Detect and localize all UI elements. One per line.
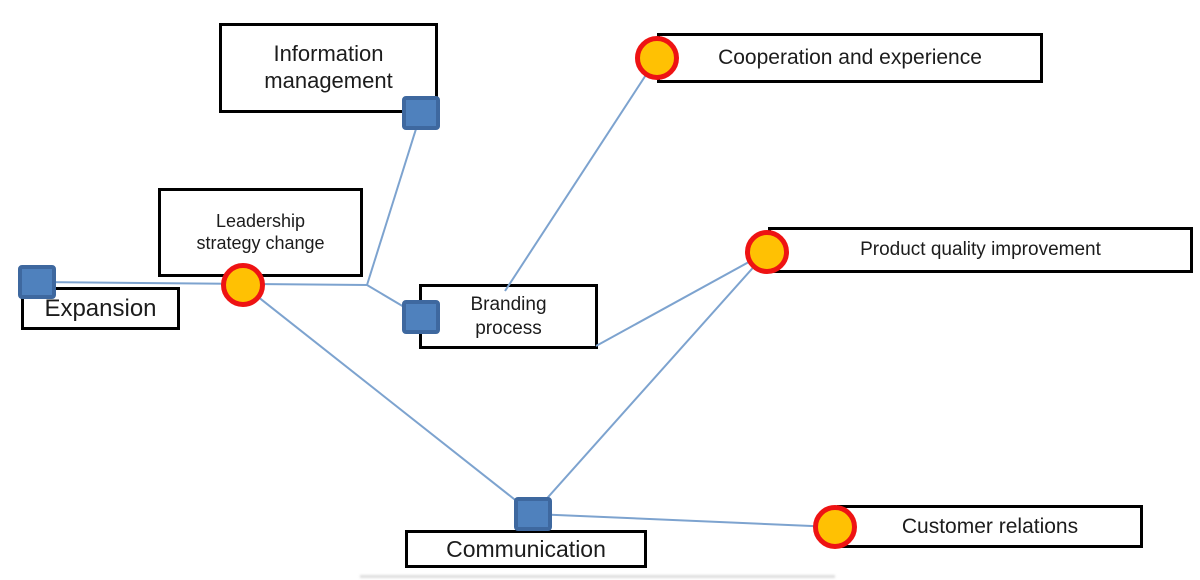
node-label: Product quality improvement [860,239,1101,261]
bottom-edge-artifact [360,575,835,578]
node-label: Cooperation and experience [718,46,982,70]
node-leadership-strategy-change[interactable]: Leadership strategy change [158,188,363,277]
square-marker-communication[interactable] [514,497,552,531]
node-customer-relations[interactable]: Customer relations [837,505,1143,548]
node-label: Customer relations [901,514,1079,538]
edge-product-quality-branding-process [595,251,768,347]
square-marker-branding-process[interactable] [402,300,440,334]
square-marker-expansion[interactable] [18,265,56,299]
edge-cooperation-branding-process [504,57,658,292]
node-communication[interactable]: Communication [405,530,647,568]
circle-marker-cooperation-and-experience[interactable] [635,36,679,80]
node-label: Leadership strategy change [196,210,325,253]
node-label: Branding process [470,294,547,339]
node-label: Information management [264,41,393,93]
node-cooperation-and-experience[interactable]: Cooperation and experience [657,33,1043,83]
edge-information-management-junction [366,112,422,286]
node-label: Expansion [44,294,157,322]
node-product-quality-improvement[interactable]: Product quality improvement [768,227,1193,273]
edge-expansion-junction [36,281,368,286]
node-information-management[interactable]: Information management [219,23,438,113]
circle-marker-customer-relations[interactable] [813,505,857,549]
circle-marker-leadership-strategy-change[interactable] [221,263,265,307]
node-branding-process[interactable]: Branding process [419,284,598,349]
node-expansion[interactable]: Expansion [21,287,180,330]
edge-communication-customer-relations [532,513,836,528]
node-label: Communication [446,535,606,562]
square-marker-information-management[interactable] [402,96,440,130]
circle-marker-product-quality-improvement[interactable] [745,230,789,274]
